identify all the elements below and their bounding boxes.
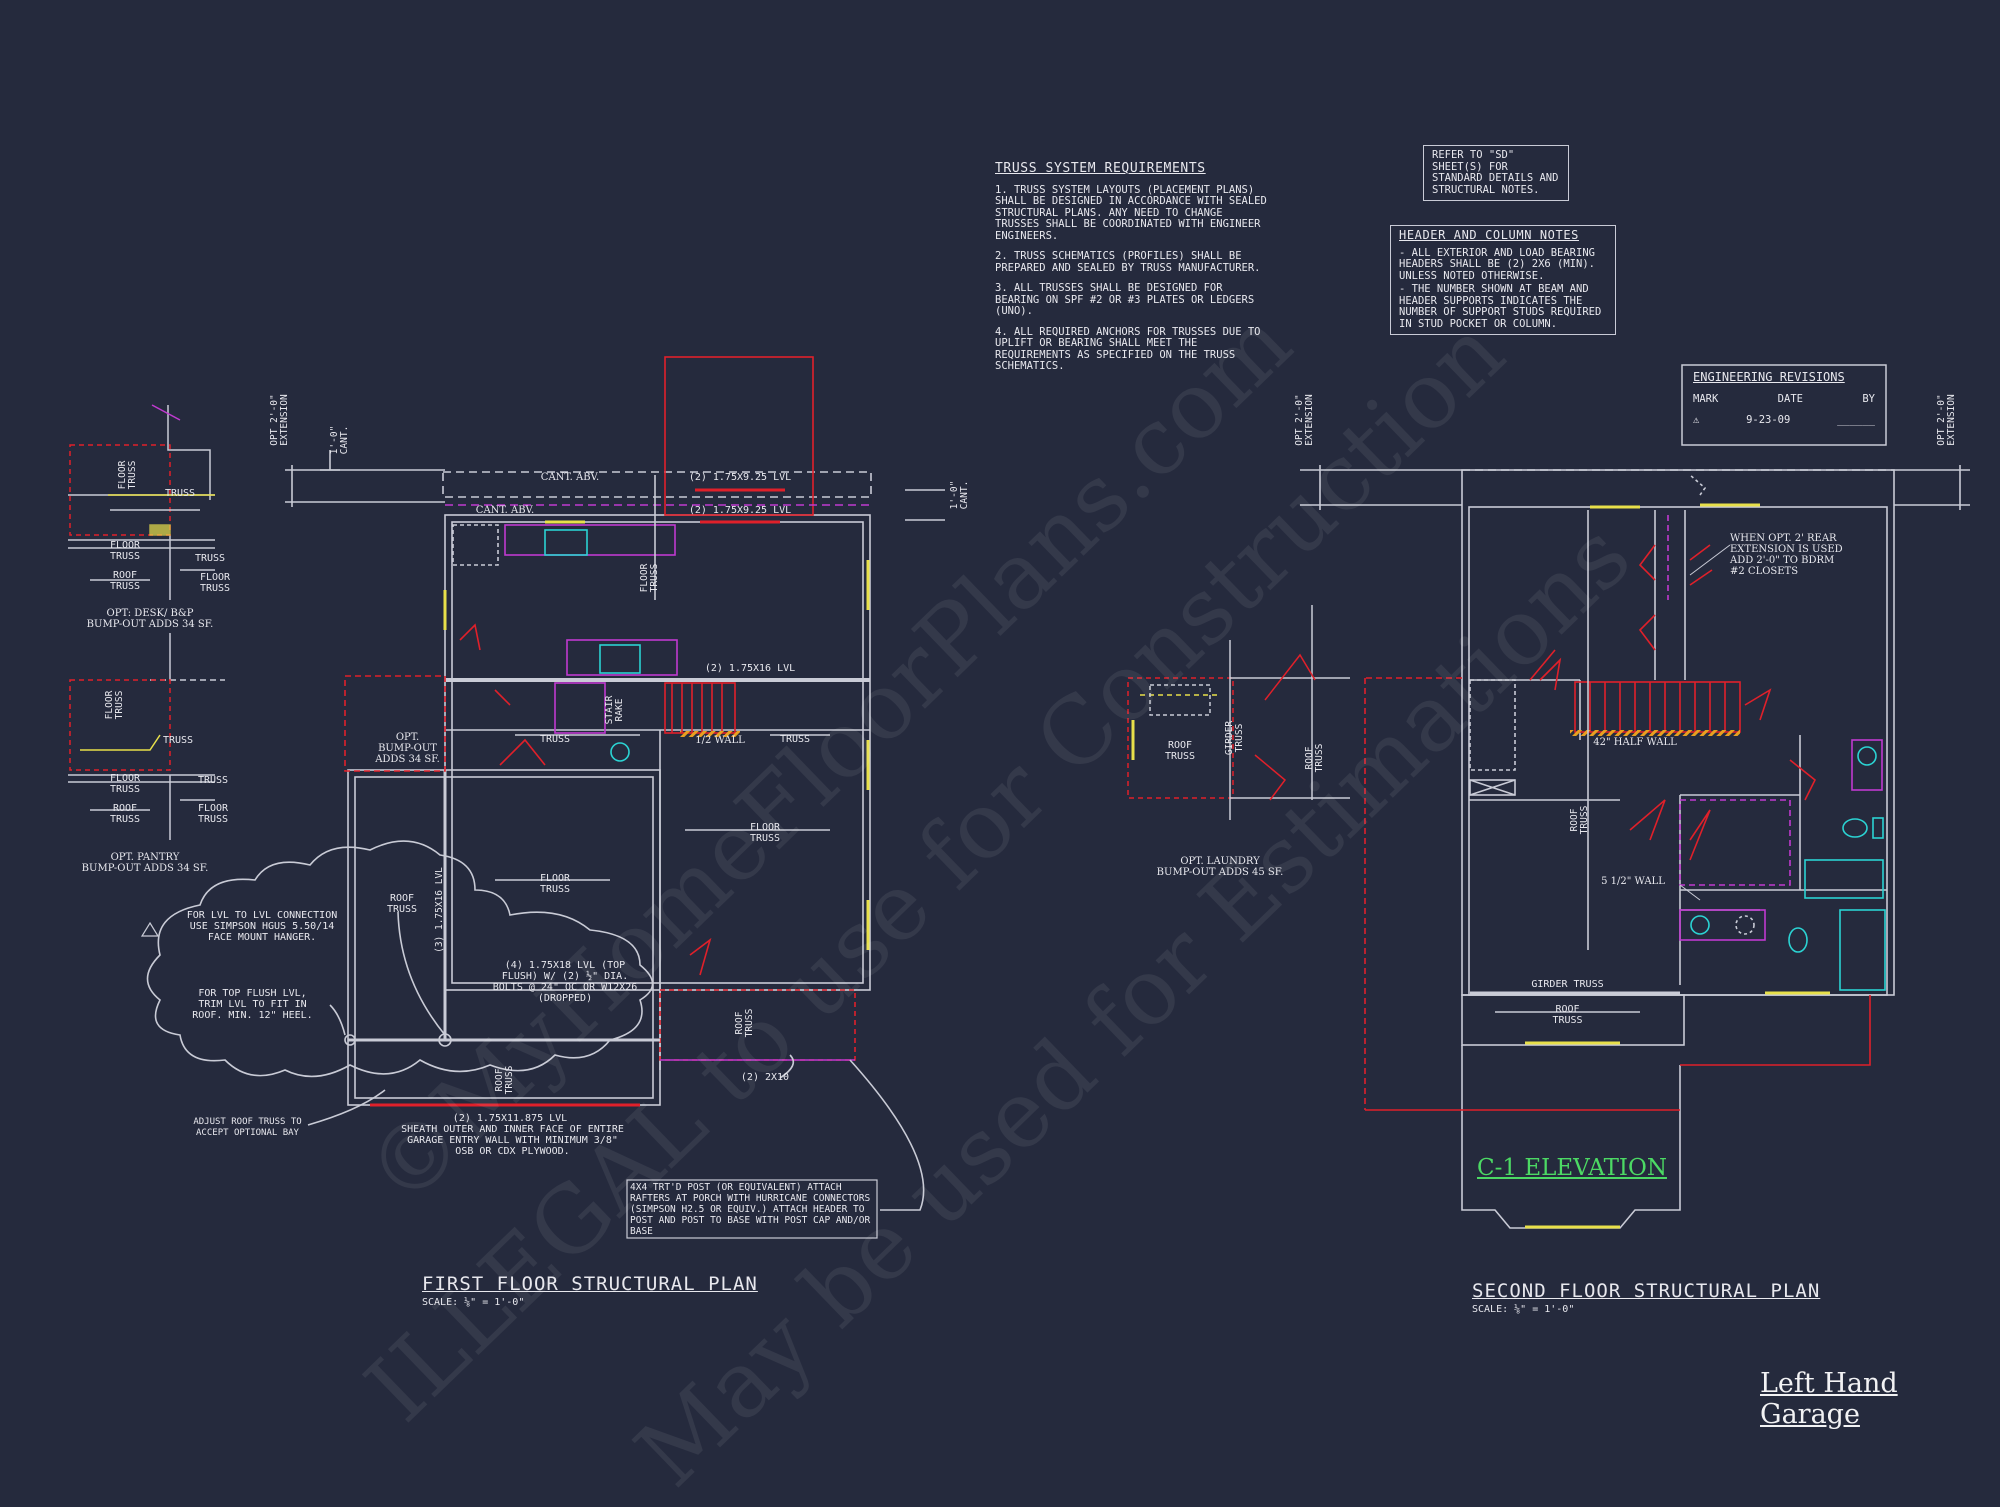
second-floor-plan	[1300, 465, 1970, 1229]
revisions-mark-icon: ⚠	[1693, 414, 1700, 426]
opt-extension-second-right-label: OPT 2'-0" EXTENSION	[1936, 394, 1957, 446]
lvl-vertical-label: (3) 1.75x16 LVL	[434, 867, 445, 953]
two-2x10-label: (2) 2x10	[740, 1072, 790, 1083]
second-half-wall-label: 42" HALF WALL	[1593, 737, 1677, 748]
laundry-roof-vert-label: ROOF TRUSS	[1304, 743, 1325, 773]
pantry-floor-truss-label: FLOOR TRUSS	[104, 690, 125, 720]
floor-truss-right-label: FLOOR TRUSS	[749, 822, 781, 844]
opt-extension-second-left-label: OPT 2'-0" EXTENSION	[1294, 394, 1315, 446]
pantry-truss2-label: TRUSS	[197, 775, 229, 786]
truss-a-label: TRUSS	[539, 734, 571, 745]
lvl-top-1-label: (2) 1.75x9.25 LVL	[688, 472, 792, 483]
five-half-wall-label: 5 1/2" WALL	[1601, 876, 1665, 887]
opt-pantry-detail	[68, 633, 225, 840]
pantry-roof-label: ROOF TRUSS	[109, 803, 141, 825]
pantry-caption: OPT. PANTRY BUMP-OUT ADDS 34 SF.	[81, 852, 209, 874]
second-roof-truss-label: ROOF TRUSS	[1552, 1004, 1583, 1026]
laundry-caption: OPT. LAUNDRY BUMP-OUT ADDS 45 SF.	[1156, 856, 1284, 878]
cloud-note-top-flush: FOR TOP FLUSH LVL, TRIM LVL TO FIT IN RO…	[192, 988, 313, 1021]
header-note-2: - THE NUMBER SHOWN AT BEAM AND HEADER SU…	[1399, 283, 1602, 330]
pantry-truss-label: TRUSS	[162, 735, 194, 746]
roof-truss-left-label: ROOF TRUSS	[386, 893, 418, 915]
lvl-mid-label: (2) 1.75x16 LVL	[704, 663, 796, 674]
opt-bumpout-label: OPT. BUMP-OUT ADDS 34 SF.	[375, 732, 440, 765]
first-floor-title: FIRST FLOOR STRUCTURAL PLAN	[422, 1273, 758, 1295]
half-wall-label: 1/2 WALL	[695, 735, 745, 746]
desk-floor-label: FLOOR TRUSS	[109, 540, 141, 562]
laundry-roof-label: ROOF TRUSS	[1164, 740, 1196, 762]
truss-notes-heading: TRUSS SYSTEM REQUIREMENTS	[995, 161, 1206, 176]
roof-truss-bottom-label: ROOF TRUSS	[494, 1065, 515, 1095]
truss-note-4: 4. ALL REQUIRED ANCHORS FOR TRUSSES DUE …	[995, 325, 1261, 372]
header-notes-heading: HEADER AND COLUMN NOTES	[1399, 228, 1579, 242]
lvl-bottom-label: (2) 1.75x11.875 LVL	[452, 1113, 568, 1124]
refer-sd-note: REFER TO "SD" SHEET(S) FOR STANDARD DETA…	[1423, 145, 1569, 201]
floor-truss-center-label: FLOOR TRUSS	[539, 873, 571, 895]
revisions-col-mark: MARK	[1693, 392, 1719, 405]
revisions-col-date: DATE	[1777, 392, 1803, 405]
revisions-by: ______	[1837, 414, 1875, 426]
first-floor-scale: SCALE: ⅛" = 1'-0"	[422, 1297, 525, 1308]
porch-post-note: 4x4 TRT'D POST (OR EQUIVALENT) ATTACH RA…	[630, 1182, 871, 1237]
desk-floor2-label: FLOOR TRUSS	[199, 572, 231, 594]
opt-desk-detail	[68, 404, 215, 600]
second-floor-scale: SCALE: ⅛" = 1'-0"	[1472, 1304, 1575, 1315]
truss-note-1: 1. TRUSS SYSTEM LAYOUTS (PLACEMENT PLANS…	[995, 183, 1267, 242]
cant-left-label: 1'-0" CANT.	[329, 425, 350, 455]
engineering-revisions: ENGINEERING REVISIONS MARK DATE BY ⚠ 9-2…	[1693, 370, 1875, 427]
desk-truss-label: TRUSS	[164, 488, 196, 499]
desk-truss2-label: TRUSS	[194, 553, 226, 564]
revisions-col-by: BY	[1862, 392, 1875, 405]
floor-truss-vertical-label: FLOOR TRUSS	[639, 563, 660, 593]
truss-note-3: 3. ALL TRUSSES SHALL BE DESIGNED FOR BEA…	[995, 282, 1255, 317]
adjust-roof-truss-note: ADJUST ROOF TRUSS TO ACCEPT OPTIONAL BAY	[193, 1117, 302, 1138]
cloud-note-lvl-connection: FOR LVL TO LVL CONNECTION USE SIMPSON HG…	[186, 910, 338, 943]
laundry-girder-label: GIRDER TRUSS	[1224, 720, 1245, 756]
lvl-top-2-label: (2) 1.75x9.25 LVL	[688, 505, 792, 516]
c1-elevation-label: C-1 ELEVATION	[1477, 1155, 1667, 1181]
desk-floor-truss-label: FLOOR TRUSS	[117, 460, 138, 490]
truss-b-label: TRUSS	[779, 734, 811, 745]
header-note-1: - ALL EXTERIOR AND LOAD BEARING HEADERS …	[1399, 246, 1595, 282]
opt-extension-left-label: OPT 2'-0" EXTENSION	[269, 394, 290, 446]
desk-caption: OPT: DESK/ B&P BUMP-OUT ADDS 34 SF.	[86, 608, 214, 630]
truss-note-2: 2. TRUSS SCHEMATICS (PROFILES) SHALL BE …	[995, 250, 1261, 274]
revisions-date: 9-23-09	[1746, 414, 1791, 426]
second-floor-title: SECOND FLOOR STRUCTURAL PLAN	[1472, 1280, 1821, 1302]
sheath-note: SHEATH OUTER AND INNER FACE OF ENTIRE GA…	[401, 1124, 624, 1157]
pantry-floor2-label: FLOOR TRUSS	[197, 803, 229, 825]
truss-system-notes: TRUSS SYSTEM REQUIREMENTS 1. TRUSS SYSTE…	[995, 161, 1270, 382]
second-roof-truss-vertical-label: ROOF TRUSS	[1569, 805, 1590, 835]
opt-laundry-detail	[1127, 605, 1350, 820]
cloud-note-top-flush-lvl: (4) 1.75x18 LVL (TOP FLUSH) W/ (2) ½" DI…	[492, 960, 638, 1004]
revisions-frame	[1681, 364, 1887, 446]
desk-roof-label: ROOF TRUSS	[109, 570, 141, 592]
cant-abv-second-label: CANT. ABV.	[475, 505, 535, 516]
pantry-floor-label: FLOOR TRUSS	[109, 773, 141, 795]
header-column-notes: HEADER AND COLUMN NOTES - ALL EXTERIOR A…	[1390, 225, 1616, 335]
girder-truss-label: GIRDER TRUSS	[1531, 979, 1604, 990]
cant-right-label: 1'-0" CANT.	[949, 480, 970, 510]
stair-rake-label: STAIR RAKE	[604, 695, 625, 725]
revisions-heading: ENGINEERING REVISIONS	[1693, 370, 1845, 384]
closet-extension-note: WHEN OPT. 2' REAR EXTENSION IS USED ADD …	[1730, 533, 1843, 577]
first-floor-plan	[140, 356, 945, 1239]
left-hand-garage-label: Left Hand Garage	[1760, 1368, 1898, 1430]
roof-truss-porch-label: ROOF TRUSS	[734, 1008, 755, 1038]
cant-abv-top-label: CANT. ABV.	[540, 472, 600, 483]
